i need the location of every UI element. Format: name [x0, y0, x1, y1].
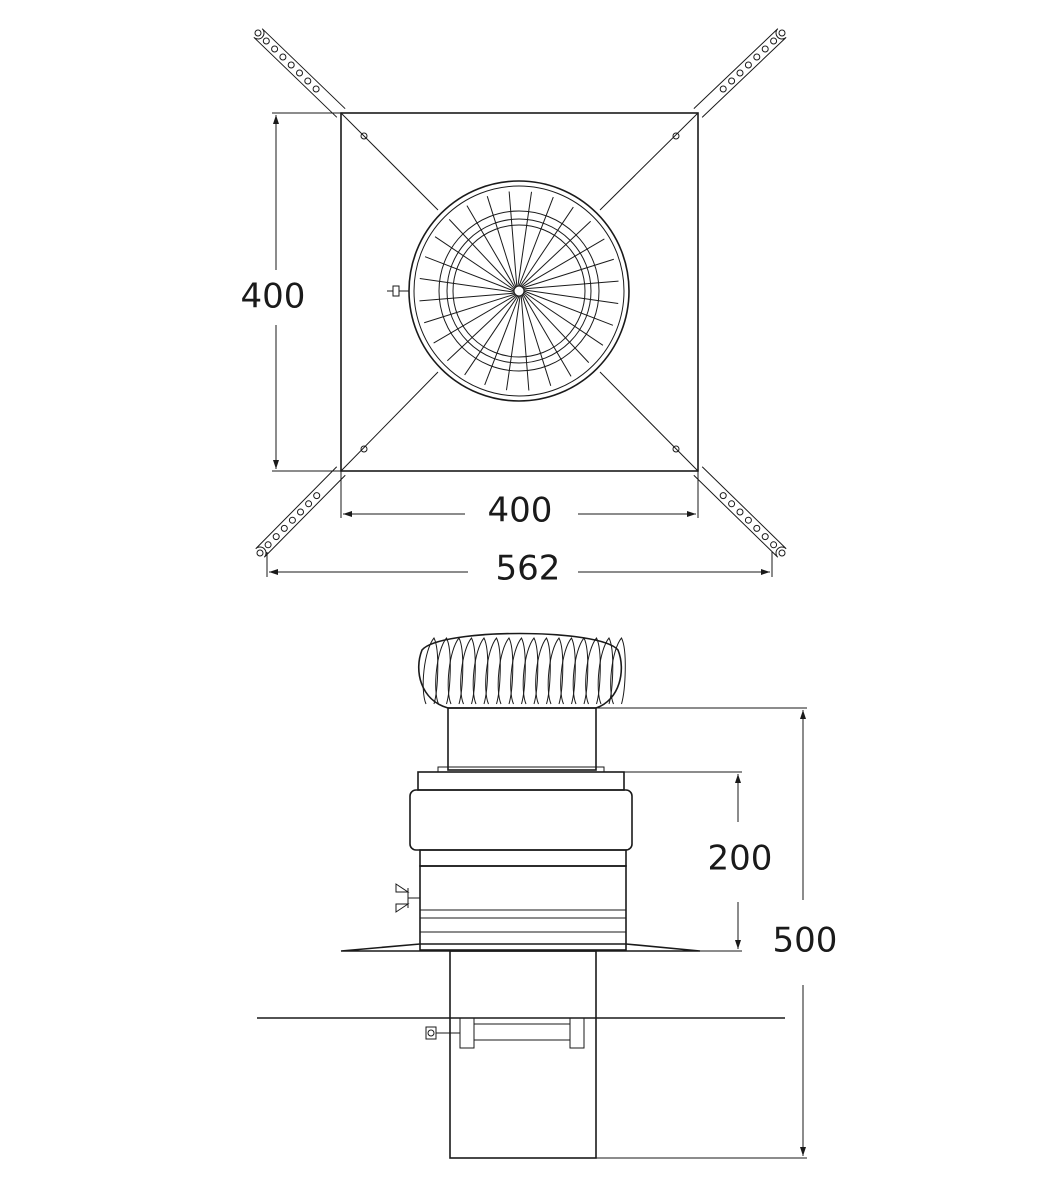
spoke [464, 295, 519, 376]
diagonal-wires [340, 112, 699, 472]
spoke [424, 256, 515, 292]
spoke [522, 293, 572, 377]
vane [522, 637, 539, 705]
spoke [523, 289, 619, 305]
dimension-height-400: 400 [241, 112, 341, 472]
vane [597, 637, 614, 705]
pipe-clamp [425, 1017, 585, 1049]
spoke [521, 238, 605, 288]
corner-holes [360, 132, 680, 453]
dim-label-width: 400 [488, 491, 553, 531]
vane [460, 637, 476, 705]
spoke [447, 295, 518, 362]
spoke [466, 205, 516, 289]
top-view: 400 400 562 [241, 28, 787, 589]
dimension-500: 500 [596, 707, 838, 1159]
spoke [484, 295, 520, 386]
bracket-strap [693, 466, 787, 558]
spoke [522, 258, 614, 289]
vane [535, 637, 551, 705]
spoke [518, 196, 554, 287]
spoke [517, 191, 533, 287]
vane [610, 637, 626, 705]
spoke [523, 292, 590, 363]
spoke [419, 292, 515, 302]
spoke [433, 294, 517, 344]
spoke [521, 294, 552, 386]
spoke [419, 277, 515, 293]
vane [510, 637, 526, 705]
side-view: 200 500 [257, 632, 838, 1159]
spoke [448, 219, 515, 290]
vane [547, 637, 564, 705]
vane [435, 637, 451, 705]
dim-label-500: 500 [773, 921, 838, 961]
spoke [508, 191, 518, 287]
vane [572, 637, 589, 705]
spoke [520, 220, 591, 287]
dimension-width-400: 400 [340, 471, 699, 531]
spoke [523, 290, 614, 326]
vane [422, 637, 439, 705]
bracket-strap [693, 28, 787, 118]
vane [585, 637, 601, 705]
vane [560, 637, 576, 705]
bracket-strap [255, 466, 346, 558]
dim-label-200: 200 [708, 839, 773, 879]
pipe [449, 950, 597, 1159]
mounting-brackets [253, 28, 787, 558]
vane [485, 637, 501, 705]
collar [409, 789, 633, 851]
spoke [486, 196, 517, 288]
bracket-strap [253, 28, 346, 118]
spoke [505, 295, 521, 391]
dim-label-overall: 562 [496, 549, 561, 589]
neck [447, 707, 597, 771]
wing-nut [395, 883, 420, 913]
vane [447, 637, 464, 705]
spoke [523, 291, 604, 346]
spoke [519, 206, 574, 287]
adapter-band [419, 865, 627, 951]
dimension-200: 200 [604, 771, 773, 952]
base-plate [340, 112, 699, 472]
vane [497, 637, 514, 705]
spoke [520, 295, 530, 391]
vane [472, 637, 489, 705]
spoke [424, 293, 516, 324]
turbine-head [417, 632, 626, 709]
dimension-overall-562: 562 [266, 549, 773, 589]
spoke [434, 236, 515, 291]
spoke [523, 280, 619, 290]
dim-label-height: 400 [241, 277, 306, 317]
turbine-top [387, 180, 630, 402]
